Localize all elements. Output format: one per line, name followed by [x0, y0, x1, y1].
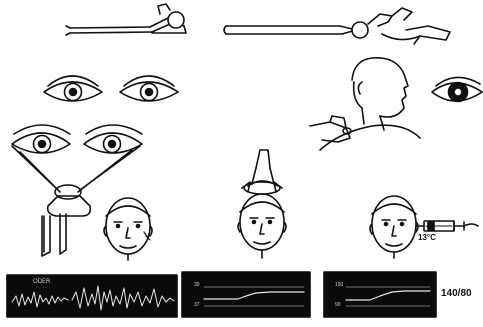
pressure-graph-tick-bottom: 90 [335, 303, 341, 308]
eyes-open-pair [44, 76, 178, 101]
patient-supine-figure [66, 4, 186, 35]
temperature-graph-monitor [182, 272, 310, 317]
face-frontal-left [104, 198, 152, 260]
single-eye-side [432, 77, 482, 101]
blood-pressure-label: 140/80 [441, 289, 472, 299]
temperature-graph-tick-bottom: 37 [194, 303, 200, 308]
irrigation-temperature-label: 13°C [418, 234, 436, 242]
pressure-graph-tick-top: 150 [335, 283, 343, 288]
head-tilted-neck-palpation [310, 58, 420, 150]
pressure-graph-monitor [324, 272, 436, 317]
patient-ear-examination-figure [224, 8, 450, 44]
head-rotation-test [238, 150, 286, 258]
temperature-graph-tick-top: 30 [194, 283, 200, 288]
eeg-monitor-text: ODER [33, 279, 50, 285]
eyes-with-frenzel-goggles [12, 125, 142, 256]
caloric-irrigation-face [370, 196, 478, 258]
